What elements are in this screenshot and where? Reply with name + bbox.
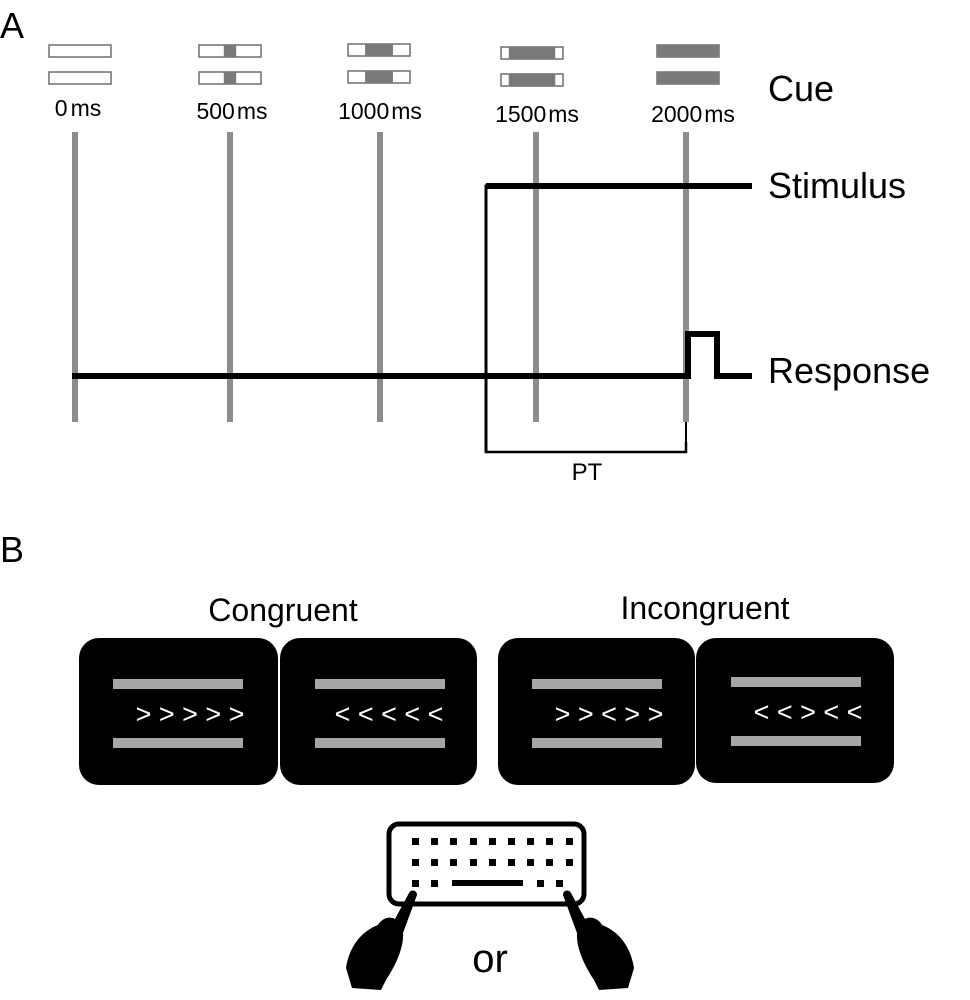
keyboard-key (412, 859, 419, 866)
trial-screen-incongruent-left: < < > < < (696, 638, 894, 783)
keyboard-key (566, 859, 573, 866)
cue-bar-fill (508, 47, 556, 59)
cue-bar-fill (365, 44, 393, 56)
top-bar (532, 679, 662, 689)
cue-bar-outline (48, 44, 112, 58)
congruent-label: Congruent (208, 592, 358, 628)
keyboard-key (546, 838, 553, 845)
arrow-string: < < < < < (335, 699, 444, 729)
screen-background (280, 638, 477, 785)
keyboard-spacebar (452, 880, 523, 886)
keyboard-icon (386, 821, 587, 907)
stimulus-row-label: Stimulus (768, 165, 906, 206)
keyboard-key (489, 859, 496, 866)
cue-bars (48, 43, 720, 87)
left-hand-icon (346, 890, 417, 990)
cue-row-label: Cue (768, 68, 834, 109)
pt-bracket (484, 442, 688, 454)
screen-background (696, 638, 894, 783)
time-label-1500: 1500ms (495, 101, 579, 127)
keyboard-key (470, 838, 477, 845)
keyboard-key (508, 859, 515, 866)
top-bar (731, 677, 861, 687)
keyboard-key (508, 838, 515, 845)
pt-label: PT (572, 459, 603, 486)
cue-bar-fill (223, 45, 237, 57)
trial-screen-congruent-left: < < < < < (280, 638, 477, 785)
right-hand-icon (563, 890, 634, 990)
keyboard-key (556, 880, 563, 887)
time-label-500: 500ms (196, 98, 267, 124)
keyboard-key (537, 880, 544, 887)
arrow-string: > > < > > (555, 699, 664, 729)
response-row-label: Response (768, 350, 930, 391)
keyboard-key (431, 859, 438, 866)
bottom-bar (315, 738, 445, 748)
time-label-1000: 1000ms (338, 98, 422, 124)
or-label: or (472, 937, 508, 981)
panel-a-label: A (0, 5, 24, 46)
arrow-string: < < > < < (754, 697, 863, 727)
bottom-bar (731, 736, 861, 746)
right-hand-palm (563, 890, 634, 990)
response-trace (72, 331, 752, 379)
time-label-2000: 2000ms (651, 101, 735, 127)
cue-bar-fill (508, 74, 556, 86)
bottom-bar (532, 738, 662, 748)
cue-bar-fill (223, 72, 237, 84)
cue-bar-fill (657, 72, 719, 84)
stimulus-trace (484, 184, 752, 452)
screen-background (79, 638, 278, 785)
trial-screen-incongruent-right: > > < > > (498, 638, 695, 785)
arrow-string: > > > > > (136, 699, 245, 729)
incongruent-label: Incongruent (620, 590, 789, 626)
keyboard-key (431, 838, 438, 845)
keyboard-key (431, 880, 438, 887)
keyboard-key (546, 859, 553, 866)
keyboard-keys (412, 838, 573, 887)
left-hand-palm (346, 890, 417, 990)
cue-bar-fill (657, 45, 719, 57)
top-bar (113, 679, 243, 689)
keyboard-key (527, 859, 534, 866)
keyboard-key (527, 838, 534, 845)
keyboard-key (412, 880, 419, 887)
bottom-bar (113, 738, 243, 748)
cue-bar-fill (365, 71, 393, 83)
keyboard-key (489, 838, 496, 845)
panel-b-label: B (0, 529, 24, 570)
keyboard-key (566, 838, 573, 845)
trial-screen-congruent-right: > > > > > (79, 638, 278, 785)
top-bar (315, 679, 445, 689)
keyboard-key (412, 838, 419, 845)
cue-bar-outline (48, 71, 112, 85)
keyboard-key (470, 859, 477, 866)
keyboard-key (450, 838, 457, 845)
screen-background (498, 638, 695, 785)
keyboard-key (450, 859, 457, 866)
